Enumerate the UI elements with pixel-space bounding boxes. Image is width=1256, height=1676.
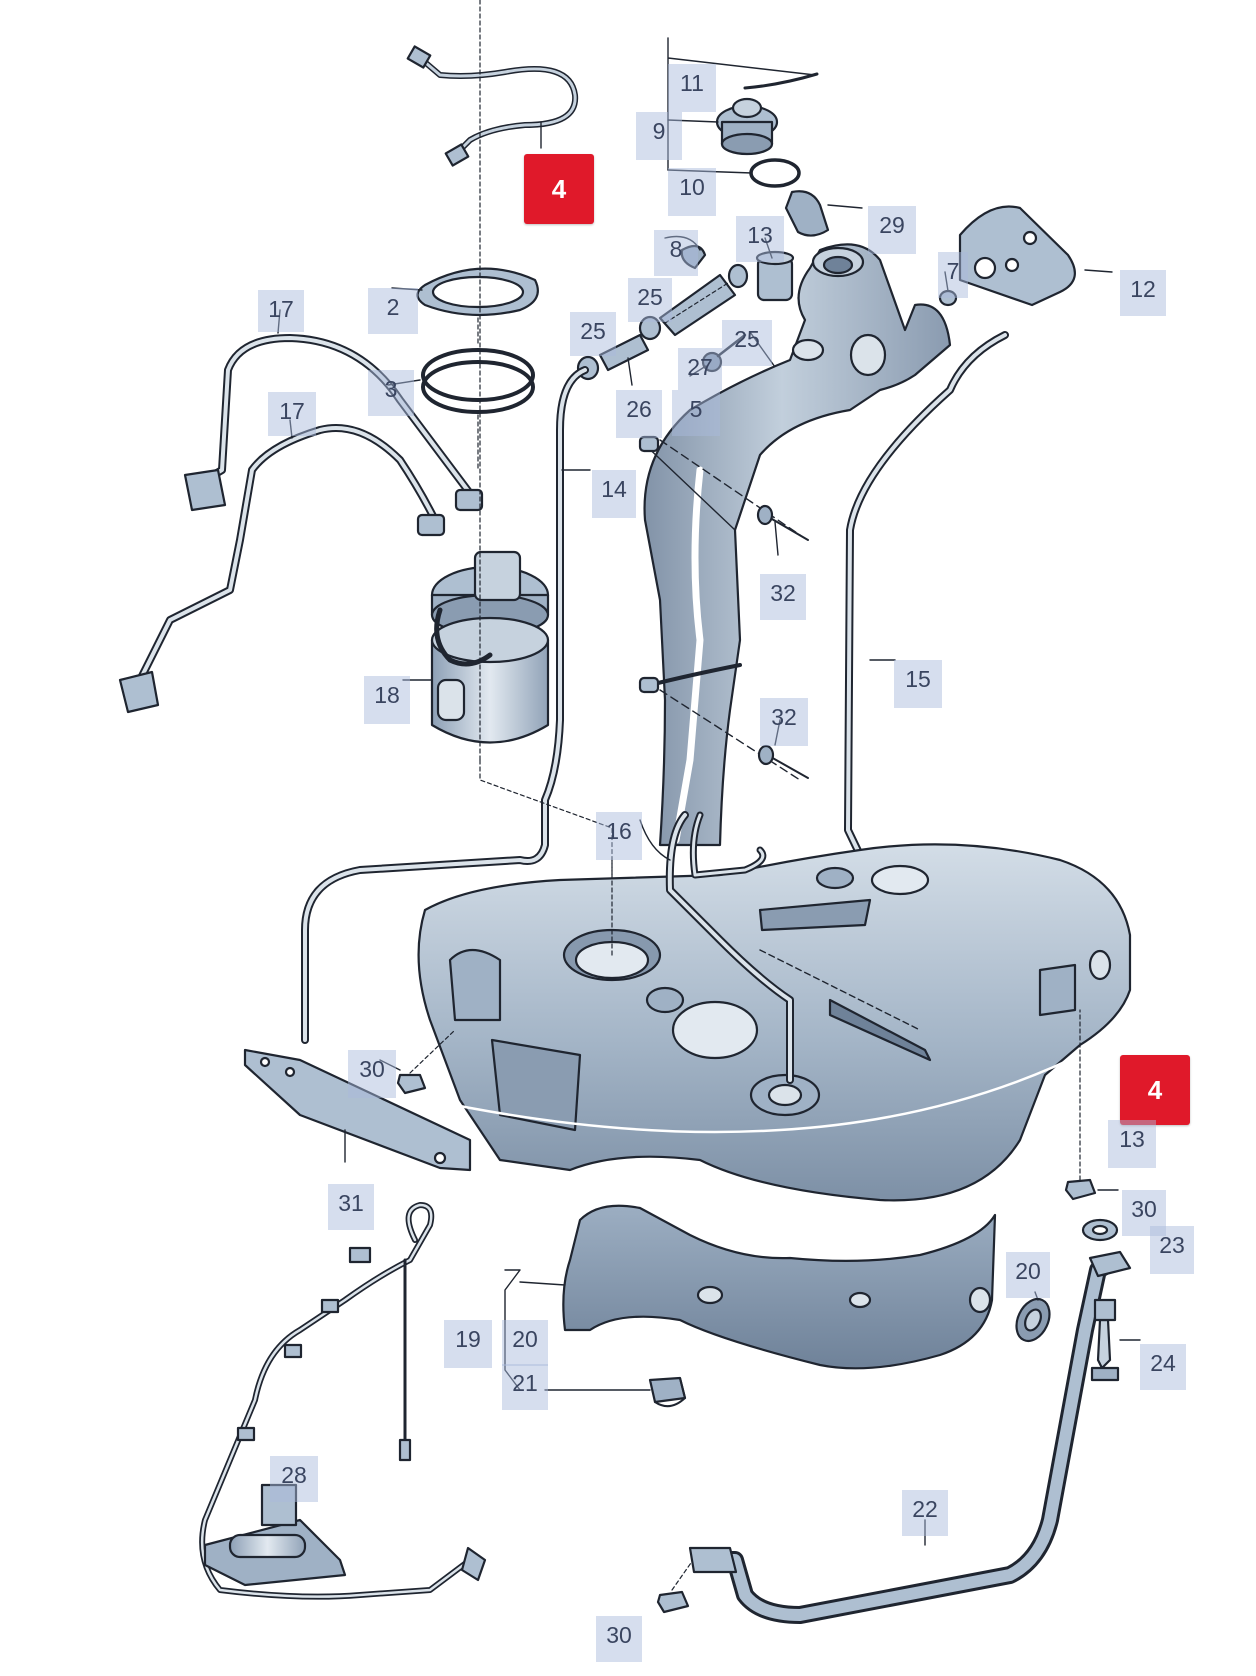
callout-12[interactable]: 12 — [1120, 270, 1166, 316]
callout-20-right[interactable]: 20 — [1006, 1252, 1050, 1298]
callout-19[interactable]: 19 — [444, 1320, 492, 1368]
callout-25-left[interactable]: 25 — [570, 312, 616, 356]
callout-number: 25 — [637, 284, 663, 310]
callout-30-tank-left[interactable]: 30 — [348, 1050, 396, 1098]
callout-number: 13 — [1119, 1126, 1145, 1152]
callout-2[interactable]: 2 — [368, 288, 418, 334]
callout-number: 10 — [679, 174, 705, 200]
callout-25-right[interactable]: 25 — [722, 320, 772, 366]
filler-cap-parts — [667, 37, 863, 237]
callout-number: 25 — [734, 326, 760, 352]
callout-7[interactable]: 7 — [938, 252, 968, 298]
callout-29[interactable]: 29 — [868, 206, 916, 254]
callout-26[interactable]: 26 — [616, 390, 662, 438]
callout-31[interactable]: 31 — [328, 1184, 374, 1230]
nuts — [379, 1009, 1119, 1614]
mounting-bracket — [938, 205, 1113, 307]
callout-22[interactable]: 22 — [902, 1490, 948, 1536]
callout-number: 20 — [1015, 1258, 1041, 1284]
callout-5[interactable]: 5 — [672, 390, 720, 436]
callout-16[interactable]: 16 — [596, 812, 642, 860]
callout-17-top[interactable]: 17 — [258, 290, 304, 332]
callout-4-top[interactable]: 4 — [524, 154, 594, 224]
callout-number: 11 — [680, 70, 704, 96]
callout-number: 31 — [338, 1190, 364, 1216]
callout-number: 32 — [770, 580, 796, 606]
fuel-tank — [417, 843, 1132, 1202]
fuel-line-14 — [301, 366, 591, 1044]
callout-number: 26 — [626, 396, 652, 422]
callout-number: 30 — [606, 1622, 632, 1648]
callout-30-bottom[interactable]: 30 — [596, 1616, 642, 1662]
callout-number: 4 — [1147, 1075, 1163, 1105]
callout-24[interactable]: 24 — [1140, 1344, 1186, 1390]
callout-number: 16 — [606, 818, 632, 844]
callout-14[interactable]: 14 — [592, 470, 636, 518]
callout-number: 23 — [1159, 1232, 1185, 1258]
fuel-lines-17 — [118, 309, 484, 714]
callout-number: 24 — [1150, 1350, 1176, 1376]
callout-number: 30 — [359, 1056, 385, 1082]
callout-17-lower[interactable]: 17 — [268, 392, 316, 436]
callout-number: 19 — [455, 1326, 481, 1352]
callout-number: 27 — [687, 354, 713, 380]
callout-number: 14 — [601, 476, 627, 502]
callout-number: 12 — [1130, 276, 1156, 302]
callout-27[interactable]: 27 — [678, 348, 722, 390]
callout-21[interactable]: 21 — [502, 1364, 548, 1410]
lock-ring-and-seal — [387, 267, 539, 471]
callout-number: 20 — [512, 1326, 538, 1352]
callout-25-top[interactable]: 25 — [628, 278, 672, 322]
callout-number: 2 — [386, 294, 400, 320]
callout-32-lower[interactable]: 32 — [760, 698, 808, 746]
callout-15[interactable]: 15 — [894, 660, 942, 708]
callout-28[interactable]: 28 — [270, 1456, 318, 1502]
fuel-pump-module — [402, 0, 613, 971]
callout-number: 5 — [689, 396, 703, 422]
vent-line — [844, 331, 1009, 909]
grommet — [1015, 1291, 1051, 1343]
callout-23[interactable]: 23 — [1150, 1226, 1194, 1274]
callout-13-top[interactable]: 13 — [736, 216, 784, 262]
callout-number: 25 — [580, 318, 606, 344]
callout-13-right[interactable]: 13 — [1108, 1120, 1156, 1168]
callout-number: 13 — [747, 222, 773, 248]
strap-bracket — [243, 1048, 472, 1172]
callout-number: 28 — [281, 1462, 307, 1488]
callout-number: 17 — [279, 398, 305, 424]
filler-neck — [638, 243, 952, 847]
callout-number: 4 — [551, 174, 567, 204]
sender-wire — [406, 45, 579, 167]
callout-number: 30 — [1131, 1196, 1157, 1222]
callout-3[interactable]: 3 — [368, 370, 414, 416]
harness-with-sender — [199, 1202, 487, 1600]
callout-number: 7 — [946, 258, 960, 284]
callout-number: 9 — [652, 118, 666, 144]
callout-number: 22 — [912, 1496, 938, 1522]
callout-9[interactable]: 9 — [636, 112, 682, 160]
callout-20-left[interactable]: 20 — [502, 1320, 548, 1366]
callout-number: 15 — [905, 666, 931, 692]
fuel-lines-16 — [639, 811, 921, 1084]
callout-32-top[interactable]: 32 — [760, 574, 806, 620]
rivets — [659, 439, 809, 781]
callout-number: 32 — [771, 704, 797, 730]
callout-number: 17 — [268, 296, 294, 322]
callout-8[interactable]: 8 — [654, 230, 698, 276]
heat-shield — [504, 1204, 997, 1408]
callout-11[interactable]: 11 — [668, 64, 716, 112]
tank-strap — [688, 1250, 1141, 1624]
callout-number: 21 — [512, 1370, 538, 1396]
callout-number: 29 — [879, 212, 905, 238]
callout-4-right[interactable]: 4 — [1120, 1055, 1190, 1125]
callout-10[interactable]: 10 — [668, 168, 716, 216]
small-hose-parts — [576, 235, 826, 389]
callout-number: 3 — [384, 376, 398, 402]
callout-number: 8 — [669, 236, 683, 262]
callout-18[interactable]: 18 — [364, 676, 410, 724]
callout-number: 18 — [374, 682, 400, 708]
